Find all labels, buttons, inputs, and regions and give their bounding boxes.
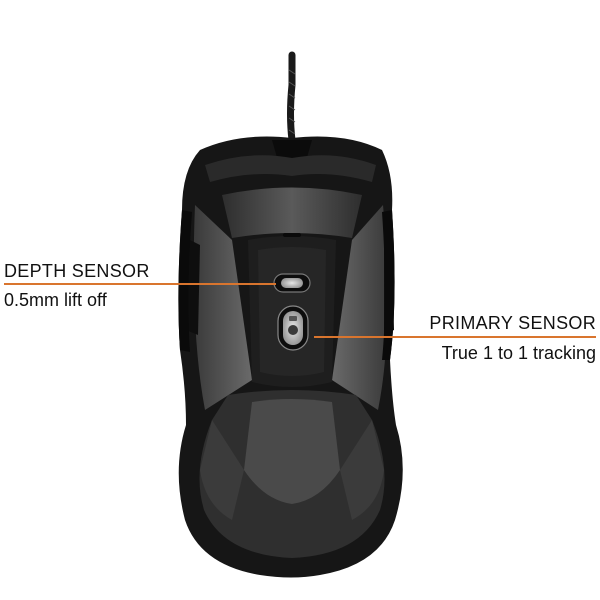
- primary-sensor-title: PRIMARY SENSOR: [429, 313, 596, 333]
- right-side-panel: [332, 205, 388, 410]
- left-side-panel: [193, 205, 252, 410]
- primary-sensor-window: [277, 305, 309, 351]
- depth-sensor-title: DEPTH SENSOR: [4, 261, 150, 281]
- cable-braid: [288, 69, 296, 147]
- primary-sensor-subtitle: True 1 to 1 tracking: [441, 343, 596, 363]
- front-skate: [222, 187, 362, 238]
- primary-sensor-leader-line: [314, 336, 596, 338]
- depth-sensor-window: [273, 273, 311, 293]
- depth-sensor-leader-line: [4, 283, 276, 285]
- depth-sensor-subtitle: 0.5mm lift off: [4, 290, 107, 310]
